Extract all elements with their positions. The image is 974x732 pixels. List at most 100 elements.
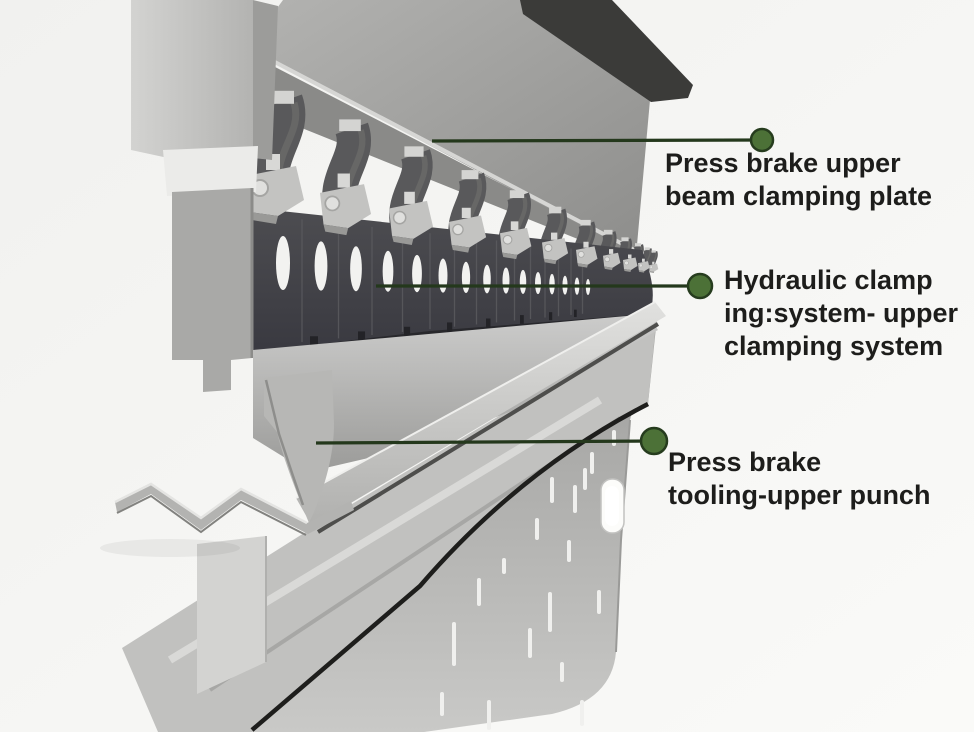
- clamp-bracket-knob: [502, 234, 513, 245]
- annotation-leader-line-1: [431, 138, 763, 143]
- lower-beam-panel: [252, 308, 658, 732]
- clamp-bracket-knob: [639, 263, 643, 268]
- clamp-bracket-base: [502, 252, 518, 260]
- clamp-bracket: [500, 221, 532, 260]
- clamp-bracket-base: [250, 212, 278, 224]
- upper-beam: [246, 0, 693, 260]
- plate-slot: [438, 258, 448, 293]
- clamp-bracket-pin: [652, 261, 655, 265]
- clamp-bracket-base: [392, 235, 414, 245]
- clamp-hook-tab: [644, 247, 650, 251]
- punch-blade-highlight: [295, 301, 656, 499]
- clamp-hook-tab: [509, 190, 525, 199]
- panel-slot-mark: [560, 662, 564, 682]
- plate-notch: [549, 312, 553, 321]
- plate-notch: [486, 318, 491, 329]
- panel-slot-mark: [452, 622, 456, 666]
- clamp-bracket-knob: [649, 265, 653, 269]
- clamp-bracket: [603, 249, 621, 271]
- panel-slot-mark: [550, 477, 554, 503]
- punch-holder: [253, 314, 658, 472]
- clamp-bracket-knob: [452, 223, 464, 236]
- plate-slot: [382, 250, 394, 292]
- panel-pill-highlight: [605, 486, 619, 526]
- panel-slot-mark: [502, 558, 506, 574]
- clamp-bracket-pin: [461, 207, 471, 219]
- plate-notch: [404, 326, 411, 339]
- upper-beam-face: [248, 0, 650, 256]
- clamp-bracket-body: [576, 246, 598, 265]
- clamp-bracket-base: [624, 269, 631, 273]
- clamp-hook-tab: [270, 90, 294, 104]
- plate-slot: [535, 271, 541, 295]
- annotation-label-hydraulic-clamping-system: Hydraulic clamp ing:system- upper clampi…: [724, 265, 959, 361]
- clamp-bracket-pin: [551, 232, 558, 240]
- clamp-brackets: [246, 154, 659, 273]
- clamp-bracket-base: [649, 271, 655, 273]
- panel-slot-mark: [567, 540, 571, 562]
- clamp-hook-tab: [404, 146, 424, 157]
- plate-notch: [358, 331, 366, 345]
- panel-slot-mark: [548, 592, 552, 632]
- clamp-bracket: [320, 173, 372, 236]
- clamp-bracket-body: [320, 184, 372, 229]
- annotation-label-tooling-upper-punch: Press brake tooling-upper punch: [668, 447, 931, 510]
- left-end-lower-column: [172, 188, 252, 392]
- clamp-bracket: [623, 254, 638, 273]
- clamp-bracket-pin: [510, 221, 519, 230]
- clamp-bracket-knob: [624, 260, 629, 266]
- clamp-hook-tab: [580, 219, 591, 226]
- clamp-bracket-knob: [577, 251, 585, 258]
- clamp-bracket-knob: [324, 195, 341, 212]
- plate-slot: [314, 241, 328, 291]
- lower-section: [100, 301, 666, 732]
- plate-slot: [461, 261, 471, 293]
- left-end-plate-side-face: [253, 0, 278, 160]
- clamp-bracket-pin: [628, 254, 632, 259]
- clamp-bracket: [576, 241, 598, 268]
- clamp-hook-tab: [621, 237, 629, 242]
- panel-slot-mark: [580, 700, 584, 726]
- clamp-bracket-body: [623, 257, 638, 271]
- panel-slot-mark: [440, 692, 444, 716]
- clamp-bracket-pin: [609, 249, 614, 254]
- panel-slot-mark: [612, 430, 616, 446]
- upper-beam-chamfer-highlight: [247, 46, 639, 254]
- clamp-bracket-base: [604, 266, 613, 271]
- clamp-bracket-body: [449, 215, 487, 248]
- punch-tip: [264, 370, 334, 523]
- clamp-bracket: [449, 207, 487, 253]
- panel-slot-mark: [528, 628, 532, 658]
- clamp-bracket-knob: [392, 210, 407, 225]
- annotation-dot-3: [639, 426, 669, 456]
- clamp-bracket-knob: [604, 256, 610, 262]
- left-end-bracket: [163, 146, 258, 196]
- punch-blade: [296, 302, 666, 526]
- plate-slot: [549, 273, 555, 295]
- panel-slot-mark: [535, 518, 539, 540]
- clamp-bracket-pin: [583, 241, 589, 248]
- clamp-hook-tab: [461, 170, 479, 180]
- annotation-label-upper-beam-clamping-plate: Press brake upper beam clamping plate: [665, 148, 933, 211]
- panel-slot-mark: [573, 485, 577, 513]
- clamp-hook-tab: [549, 206, 562, 214]
- upper-beam-top-edge: [520, 0, 693, 102]
- panel-slot-mark: [590, 452, 594, 474]
- clamp-hook-tab: [635, 243, 641, 247]
- rail-groove: [250, 402, 650, 732]
- annotation-dot-2: [686, 272, 714, 300]
- clamp-bracket-pin: [337, 173, 350, 188]
- panel-slot-mark: [487, 700, 491, 730]
- annotation-leader-line-3: [315, 439, 655, 445]
- plate-slot: [412, 254, 422, 293]
- plate-notch: [574, 309, 577, 318]
- annotation-layer: [315, 127, 775, 456]
- clamp-bracket-body: [542, 238, 569, 261]
- clamp-bracket-body: [500, 227, 532, 255]
- clamp-bracket-body: [649, 263, 659, 272]
- clamp-bracket-body: [246, 166, 304, 216]
- clamp-bracket-pin: [642, 258, 645, 262]
- annotation-dot-1: [749, 127, 775, 153]
